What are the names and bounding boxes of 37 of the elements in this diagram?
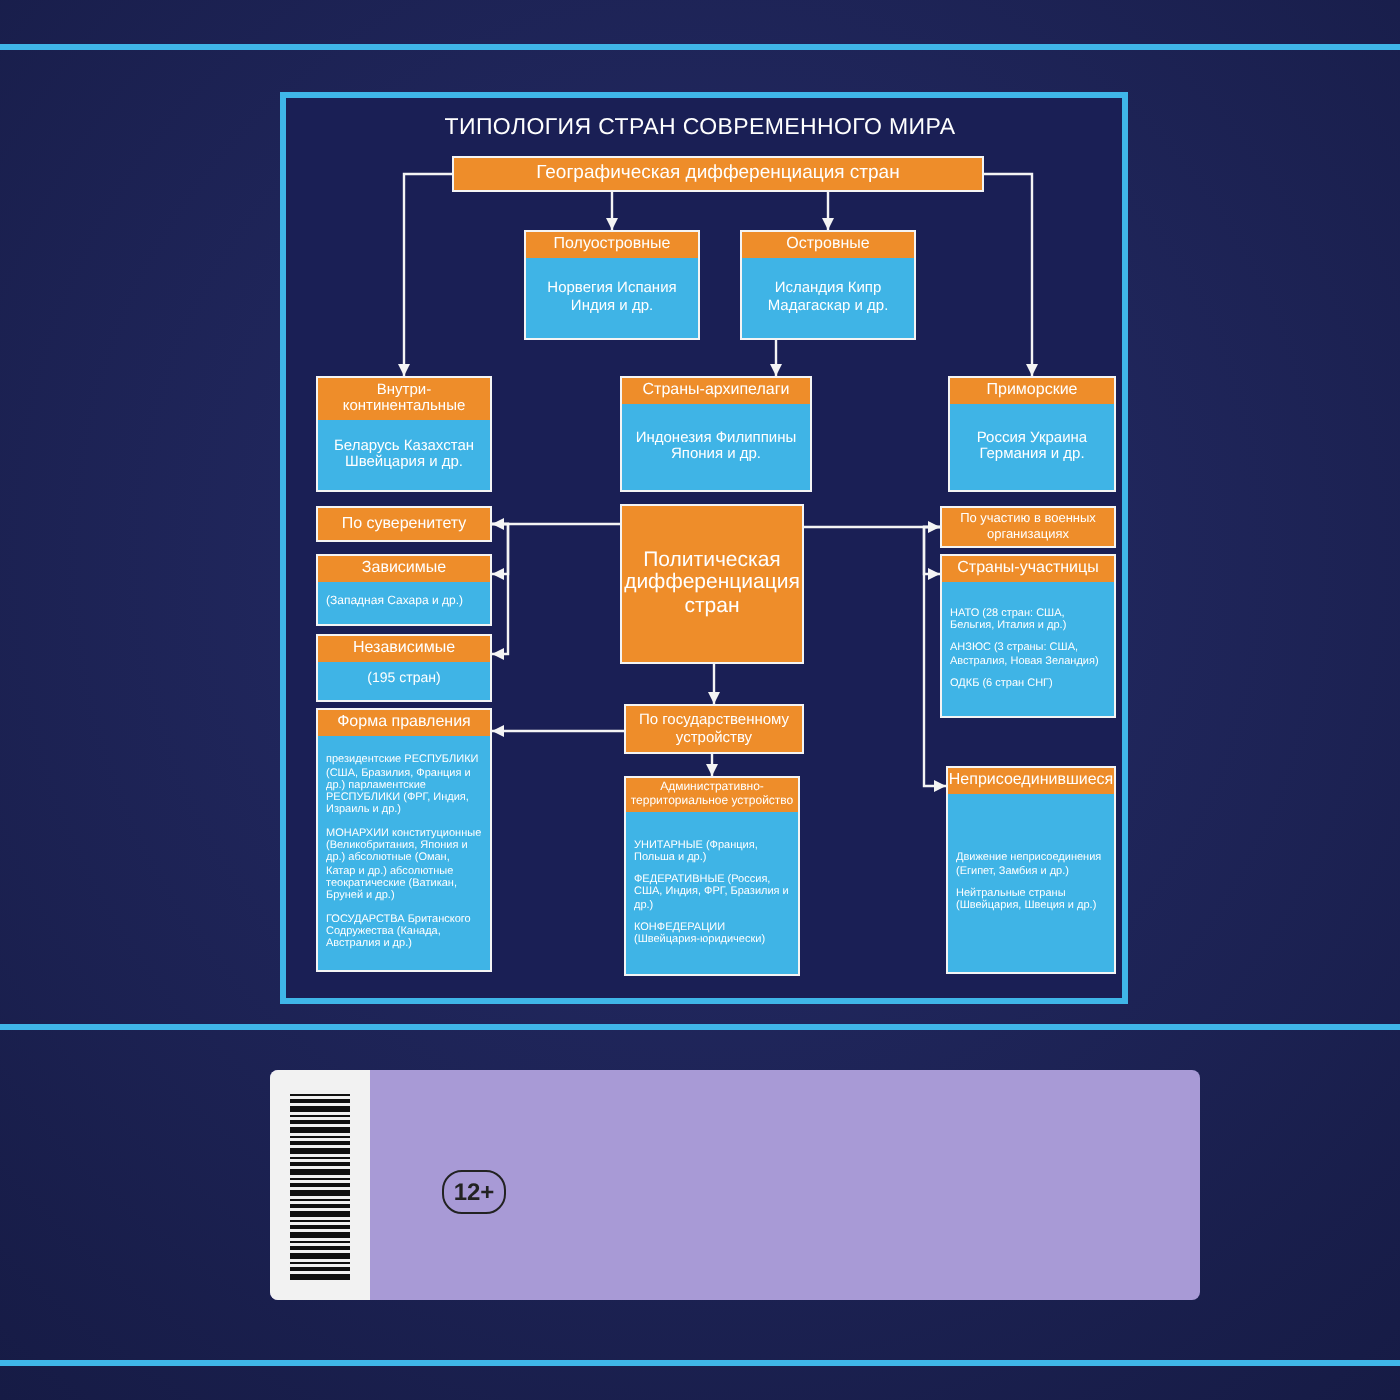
box-heading: Политическая дифференциация стран <box>622 506 802 662</box>
box-heading: Островные <box>742 232 914 258</box>
category-box <box>624 776 800 976</box>
box-heading: Географическая дифференциация стран <box>454 158 982 190</box>
box-heading: Форма правления <box>318 710 490 736</box>
category-box <box>524 230 700 340</box>
arrow <box>804 521 940 533</box>
arrow <box>706 754 718 776</box>
box-heading: Зависимые <box>318 556 490 582</box>
arrow <box>708 664 720 704</box>
arrow <box>492 522 510 660</box>
box-heading: По суверенитету <box>318 508 490 540</box>
age-rating: 12+ <box>442 1170 506 1214</box>
arrow <box>492 518 620 530</box>
box-heading: Приморские <box>950 378 1114 404</box>
box-heading: Независимые <box>318 636 490 662</box>
diagram-title: ТИПОЛОГИЯ СТРАН СОВРЕМЕННОГО МИРА <box>442 116 958 140</box>
category-box <box>316 376 492 492</box>
category-box <box>940 554 1116 718</box>
box-heading: Полуостровные <box>526 232 698 258</box>
box-heading: Страны-участницы <box>942 556 1114 582</box>
arrow <box>922 525 946 792</box>
arrow <box>984 172 1038 376</box>
category-box <box>316 634 492 702</box>
arrow <box>606 192 618 230</box>
arrow <box>770 340 782 376</box>
box-heading: Неприсоединившиеся <box>948 768 1114 794</box>
arrow <box>398 172 452 376</box>
category-box <box>946 766 1116 974</box>
box-heading: Страны-архипелаги <box>622 378 810 404</box>
category-box <box>620 376 812 492</box>
category-box <box>316 554 492 626</box>
category-box <box>740 230 916 340</box>
arrow <box>492 725 624 737</box>
category-box <box>948 376 1116 492</box>
arrow <box>822 192 834 230</box>
category-box <box>316 708 492 972</box>
